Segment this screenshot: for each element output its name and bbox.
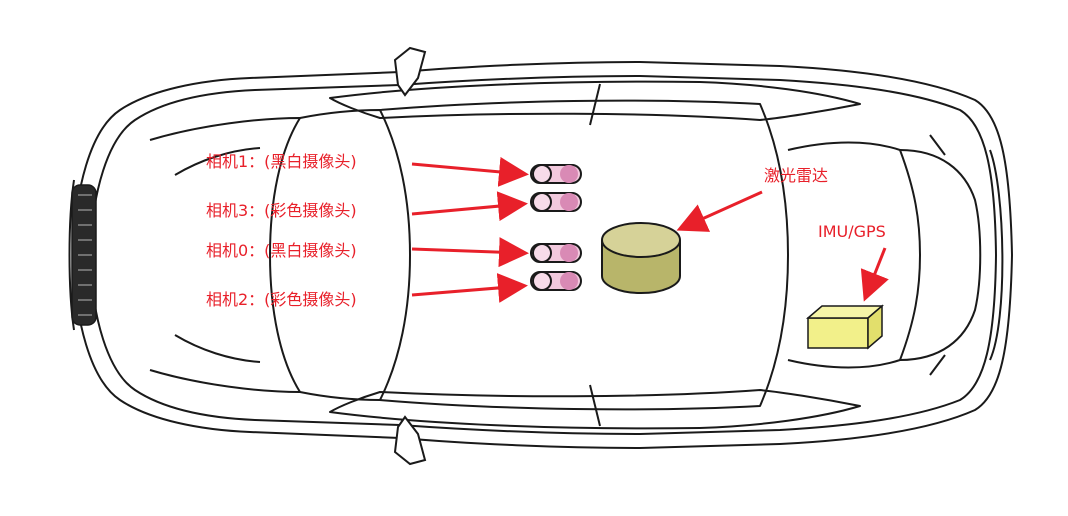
arrow-camera-1: [411, 156, 529, 187]
label-imu-gps: IMU/GPS: [818, 222, 886, 241]
annotation-arrows: [411, 156, 889, 303]
label-camera-2: 相机2：(彩色摄像头): [206, 290, 357, 309]
label-camera-0: 相机0：(黑白摄像头): [206, 241, 357, 260]
camera-0-icon: [530, 243, 582, 263]
car-body: [72, 61, 1013, 449]
label-lidar: 激光雷达: [764, 166, 829, 185]
front-grille: [68, 179, 97, 331]
side-mirrors: [393, 46, 427, 466]
arrow-camera-3: [411, 191, 528, 222]
arrow-camera-2: [411, 273, 528, 303]
label-camera-3: 相机3：(彩色摄像头): [206, 201, 357, 220]
label-camera-1: 相机1：(黑白摄像头): [206, 152, 357, 171]
camera-3-icon: [530, 192, 582, 212]
lidar-icon: [601, 222, 681, 294]
arrow-lidar: [676, 190, 763, 232]
arrow-camera-0: [411, 237, 529, 268]
arrow-imu-gps: [860, 247, 889, 302]
imu-gps-box-icon: [805, 304, 885, 350]
camera-1-icon: [530, 164, 582, 184]
camera-2-icon: [530, 271, 582, 291]
